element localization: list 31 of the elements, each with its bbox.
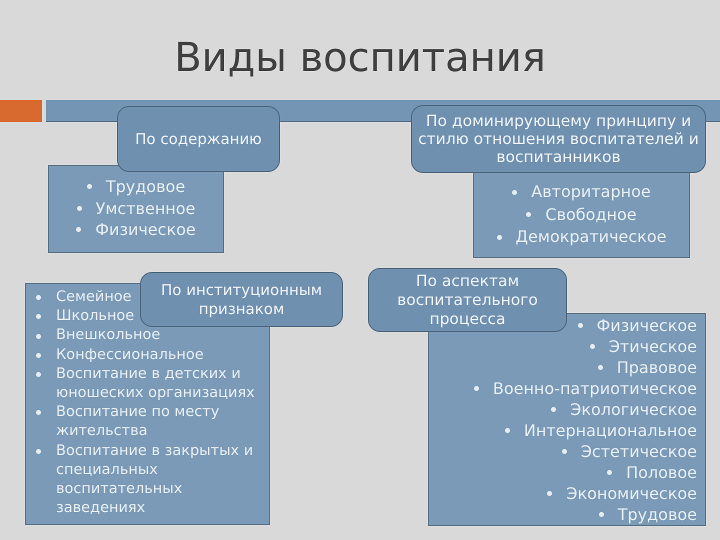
list-item: Физическое [596, 315, 697, 336]
category-header: По аспектам воспитательного процесса [368, 268, 567, 332]
list-item: Конфессиональное [56, 346, 204, 365]
list-item: Военно-патриотическое [492, 378, 697, 399]
list-item: Физическое [95, 219, 196, 240]
list-item: Демократическое [516, 226, 666, 248]
type-list-panel [428, 313, 706, 526]
list-item: Умственное [96, 198, 196, 219]
list-item: Экологическое [570, 399, 697, 420]
type-list-panel [473, 171, 690, 258]
list-item: Трудовое [106, 176, 186, 198]
list-item: Воспитание в закрытых и специальных воспитательных заведениях [56, 442, 254, 518]
list-item: Правовое [616, 357, 697, 378]
list-item: Свободное [545, 204, 637, 226]
category-header: По институционным признаком [140, 272, 343, 327]
slide-title: Виды воспитания [174, 34, 546, 83]
list-item: Семейное [56, 288, 132, 307]
list-item: Трудовое [618, 504, 697, 525]
list-item: Внешкольное [56, 326, 160, 346]
list-item: Этическое [608, 336, 697, 357]
list-item: Воспитание по месту жительства [56, 403, 220, 442]
list-item: Авторитарное [531, 181, 651, 203]
list-item: Школьное [56, 307, 134, 326]
list-item: Эстетическое [580, 441, 697, 462]
list-item: Экономическое [566, 483, 697, 504]
category-header: По доминирующему принципу и стилю отношения воспитателей и воспитанников [411, 105, 706, 173]
list-item: Половое [626, 462, 697, 483]
type-list-panel [48, 165, 224, 253]
category-header: По содержанию [117, 106, 280, 172]
list-item: Воспитание в детских и юношеских организациях [56, 364, 256, 404]
list-item: Интернациональное [524, 420, 697, 441]
